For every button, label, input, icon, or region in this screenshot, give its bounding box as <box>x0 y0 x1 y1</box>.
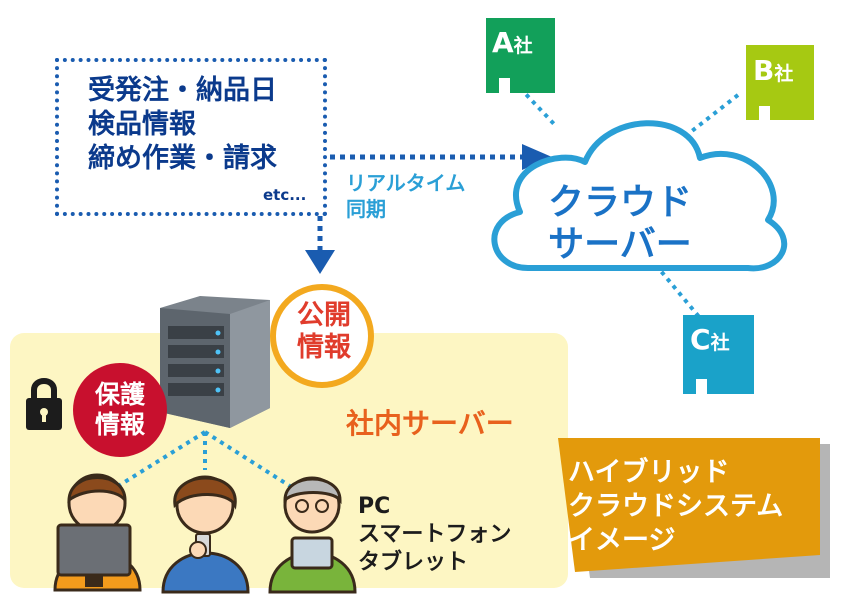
hybrid-title-line: イメージ <box>568 525 676 556</box>
device-item: PC <box>358 494 391 519</box>
server-rack-icon <box>160 296 270 428</box>
company-b-label: B社 <box>753 54 793 87</box>
sync-label-line: リアルタイム <box>346 171 466 195</box>
hybrid-title-line: クラウドシステム <box>568 491 784 522</box>
down-arrow-head <box>305 250 335 274</box>
public-info-badge <box>270 284 374 388</box>
person-pc-icon <box>53 473 142 592</box>
device-item: タブレット <box>358 550 469 575</box>
device-item: スマートフォン <box>358 522 512 547</box>
company-letter: A <box>492 26 514 59</box>
company-suffix: 社 <box>710 332 730 354</box>
building-icon-a <box>486 18 555 93</box>
protected-info-line: 保護 <box>94 380 145 409</box>
device-list: PC スマートフォン タブレット <box>358 493 511 577</box>
cloud-server-label: クラウド サーバー <box>520 182 720 266</box>
lock-icon <box>26 378 62 430</box>
company-letter: B <box>753 54 775 87</box>
public-info-line: 情報 <box>297 332 351 363</box>
data-item: 受発注・納品日 <box>88 75 277 106</box>
company-letter: C <box>690 323 711 356</box>
data-item: 検品情報 <box>88 109 196 140</box>
connector-company-c <box>648 256 702 320</box>
sync-label-line: 同期 <box>346 197 386 221</box>
public-info-line: 公開 <box>297 300 351 331</box>
cloud-icon <box>491 120 788 272</box>
connector-company-a <box>518 86 557 127</box>
public-info-label: 公開 情報 <box>276 300 372 364</box>
hybrid-label-bg <box>558 438 820 572</box>
company-suffix: 社 <box>774 63 794 85</box>
etc-label: etc... <box>263 186 307 204</box>
transaction-data-list: 受発注・納品日 検品情報 締め作業・請求 <box>88 74 277 176</box>
company-suffix: 社 <box>513 35 533 57</box>
building-icon-b <box>746 45 814 120</box>
transaction-data-box <box>55 58 327 216</box>
cloud-label-line: サーバー <box>548 224 692 265</box>
data-item: 締め作業・請求 <box>88 143 277 174</box>
building-icon-c <box>683 315 754 394</box>
internal-server-label: 社内サーバー <box>346 407 514 440</box>
protected-info-badge <box>73 363 167 457</box>
realtime-sync-label: リアルタイム 同期 <box>346 170 465 222</box>
company-a-label: A社 <box>492 26 533 59</box>
person-tablet-icon <box>268 476 357 594</box>
sync-arrow-head <box>522 144 552 170</box>
cloud-label-line: クラウド <box>547 182 692 223</box>
hybrid-cloud-title: ハイブリッド クラウドシステム イメージ <box>568 456 783 558</box>
person-smartphone-icon <box>161 475 250 594</box>
protected-info-label: 保護 情報 <box>72 380 168 440</box>
connector-company-b <box>681 93 740 140</box>
hybrid-title-line: ハイブリッド <box>568 457 730 488</box>
company-c-label: C社 <box>690 323 730 356</box>
protected-info-line: 情報 <box>94 410 145 439</box>
